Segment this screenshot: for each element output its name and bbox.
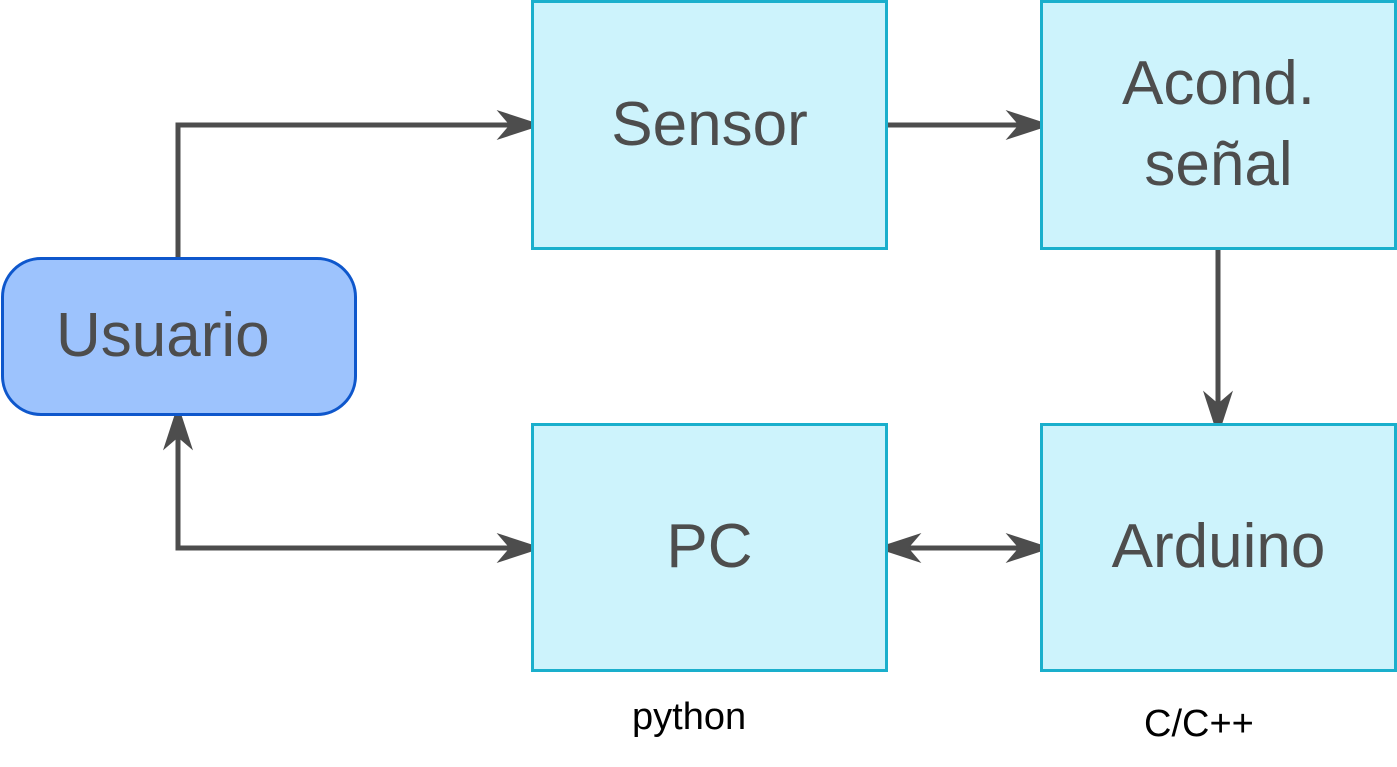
- acond-label-line2: señal: [1144, 130, 1293, 199]
- pc-language-caption: python: [632, 696, 747, 738]
- edge-usuario-pc: [163, 404, 543, 563]
- usuario-node: Usuario: [1, 257, 357, 416]
- acond-label-line1: Acond.: [1121, 49, 1316, 119]
- sensor-node: Sensor: [531, 0, 888, 250]
- edge-usuario-sensor: [175, 110, 543, 258]
- arduino-language-caption: C/C++: [1144, 703, 1254, 745]
- pc-node: PC: [531, 423, 888, 672]
- sensor-label: Sensor: [611, 89, 808, 159]
- acond-senal-node: Acond. señal: [1040, 0, 1397, 250]
- arduino-label: Arduino: [1111, 512, 1326, 582]
- arduino-node: Arduino: [1040, 423, 1397, 672]
- usuario-label: Usuario: [56, 301, 270, 371]
- pc-label: PC: [666, 512, 753, 582]
